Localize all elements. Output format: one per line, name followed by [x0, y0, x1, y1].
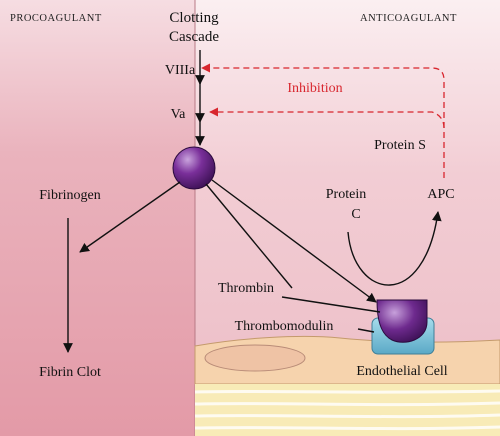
anticoagulant-header: ANTICOAGULANT — [360, 13, 457, 24]
thrombomodulin-label-line — [357, 328, 375, 333]
factor-va-label: Va — [171, 107, 187, 122]
arrow-thrombin-to-fibrinogen — [79, 181, 181, 253]
bound-thrombin — [376, 299, 428, 343]
procoagulant-panel — [0, 0, 195, 436]
matrix-fiber — [194, 425, 500, 431]
thrombin-label: Thrombin — [218, 281, 274, 296]
arrow-protein-c-to-apc — [347, 211, 442, 286]
arrow-thrombin-to-thrombomodulin — [211, 179, 377, 303]
protein-s-label: Protein S — [374, 138, 426, 153]
cascade-title-line2: Cascade — [169, 29, 219, 45]
matrix-fiber — [194, 389, 500, 394]
arrow-thrombin-line-left — [205, 183, 293, 289]
protein-c-label-line2: C — [351, 207, 360, 222]
fibrinogen-label: Fibrinogen — [39, 188, 100, 203]
thrombin-molecule-icon — [172, 146, 216, 190]
thrombin-label-line — [281, 296, 381, 313]
protein-c-label-line1: Protein — [326, 187, 366, 202]
cell-nucleus — [204, 344, 306, 372]
pathway-arrows — [63, 50, 442, 353]
thrombomodulin-label: Thrombomodulin — [235, 319, 334, 334]
apc-label: APC — [427, 187, 454, 202]
inhibition-label: Inhibition — [287, 81, 342, 96]
matrix-fiber — [194, 413, 500, 419]
endothelial-cell-label: Endothelial Cell — [356, 364, 447, 379]
inhibition-pathway — [201, 63, 445, 178]
factor-viiia-label: VIIIa — [165, 63, 196, 78]
endothelial-layer — [194, 335, 500, 436]
matrix-fiber — [194, 401, 500, 407]
cascade-title-line1: Clotting — [169, 10, 219, 26]
fibrin-clot-label: Fibrin Clot — [39, 365, 101, 380]
procoagulant-header: PROCOAGULANT — [10, 13, 102, 24]
